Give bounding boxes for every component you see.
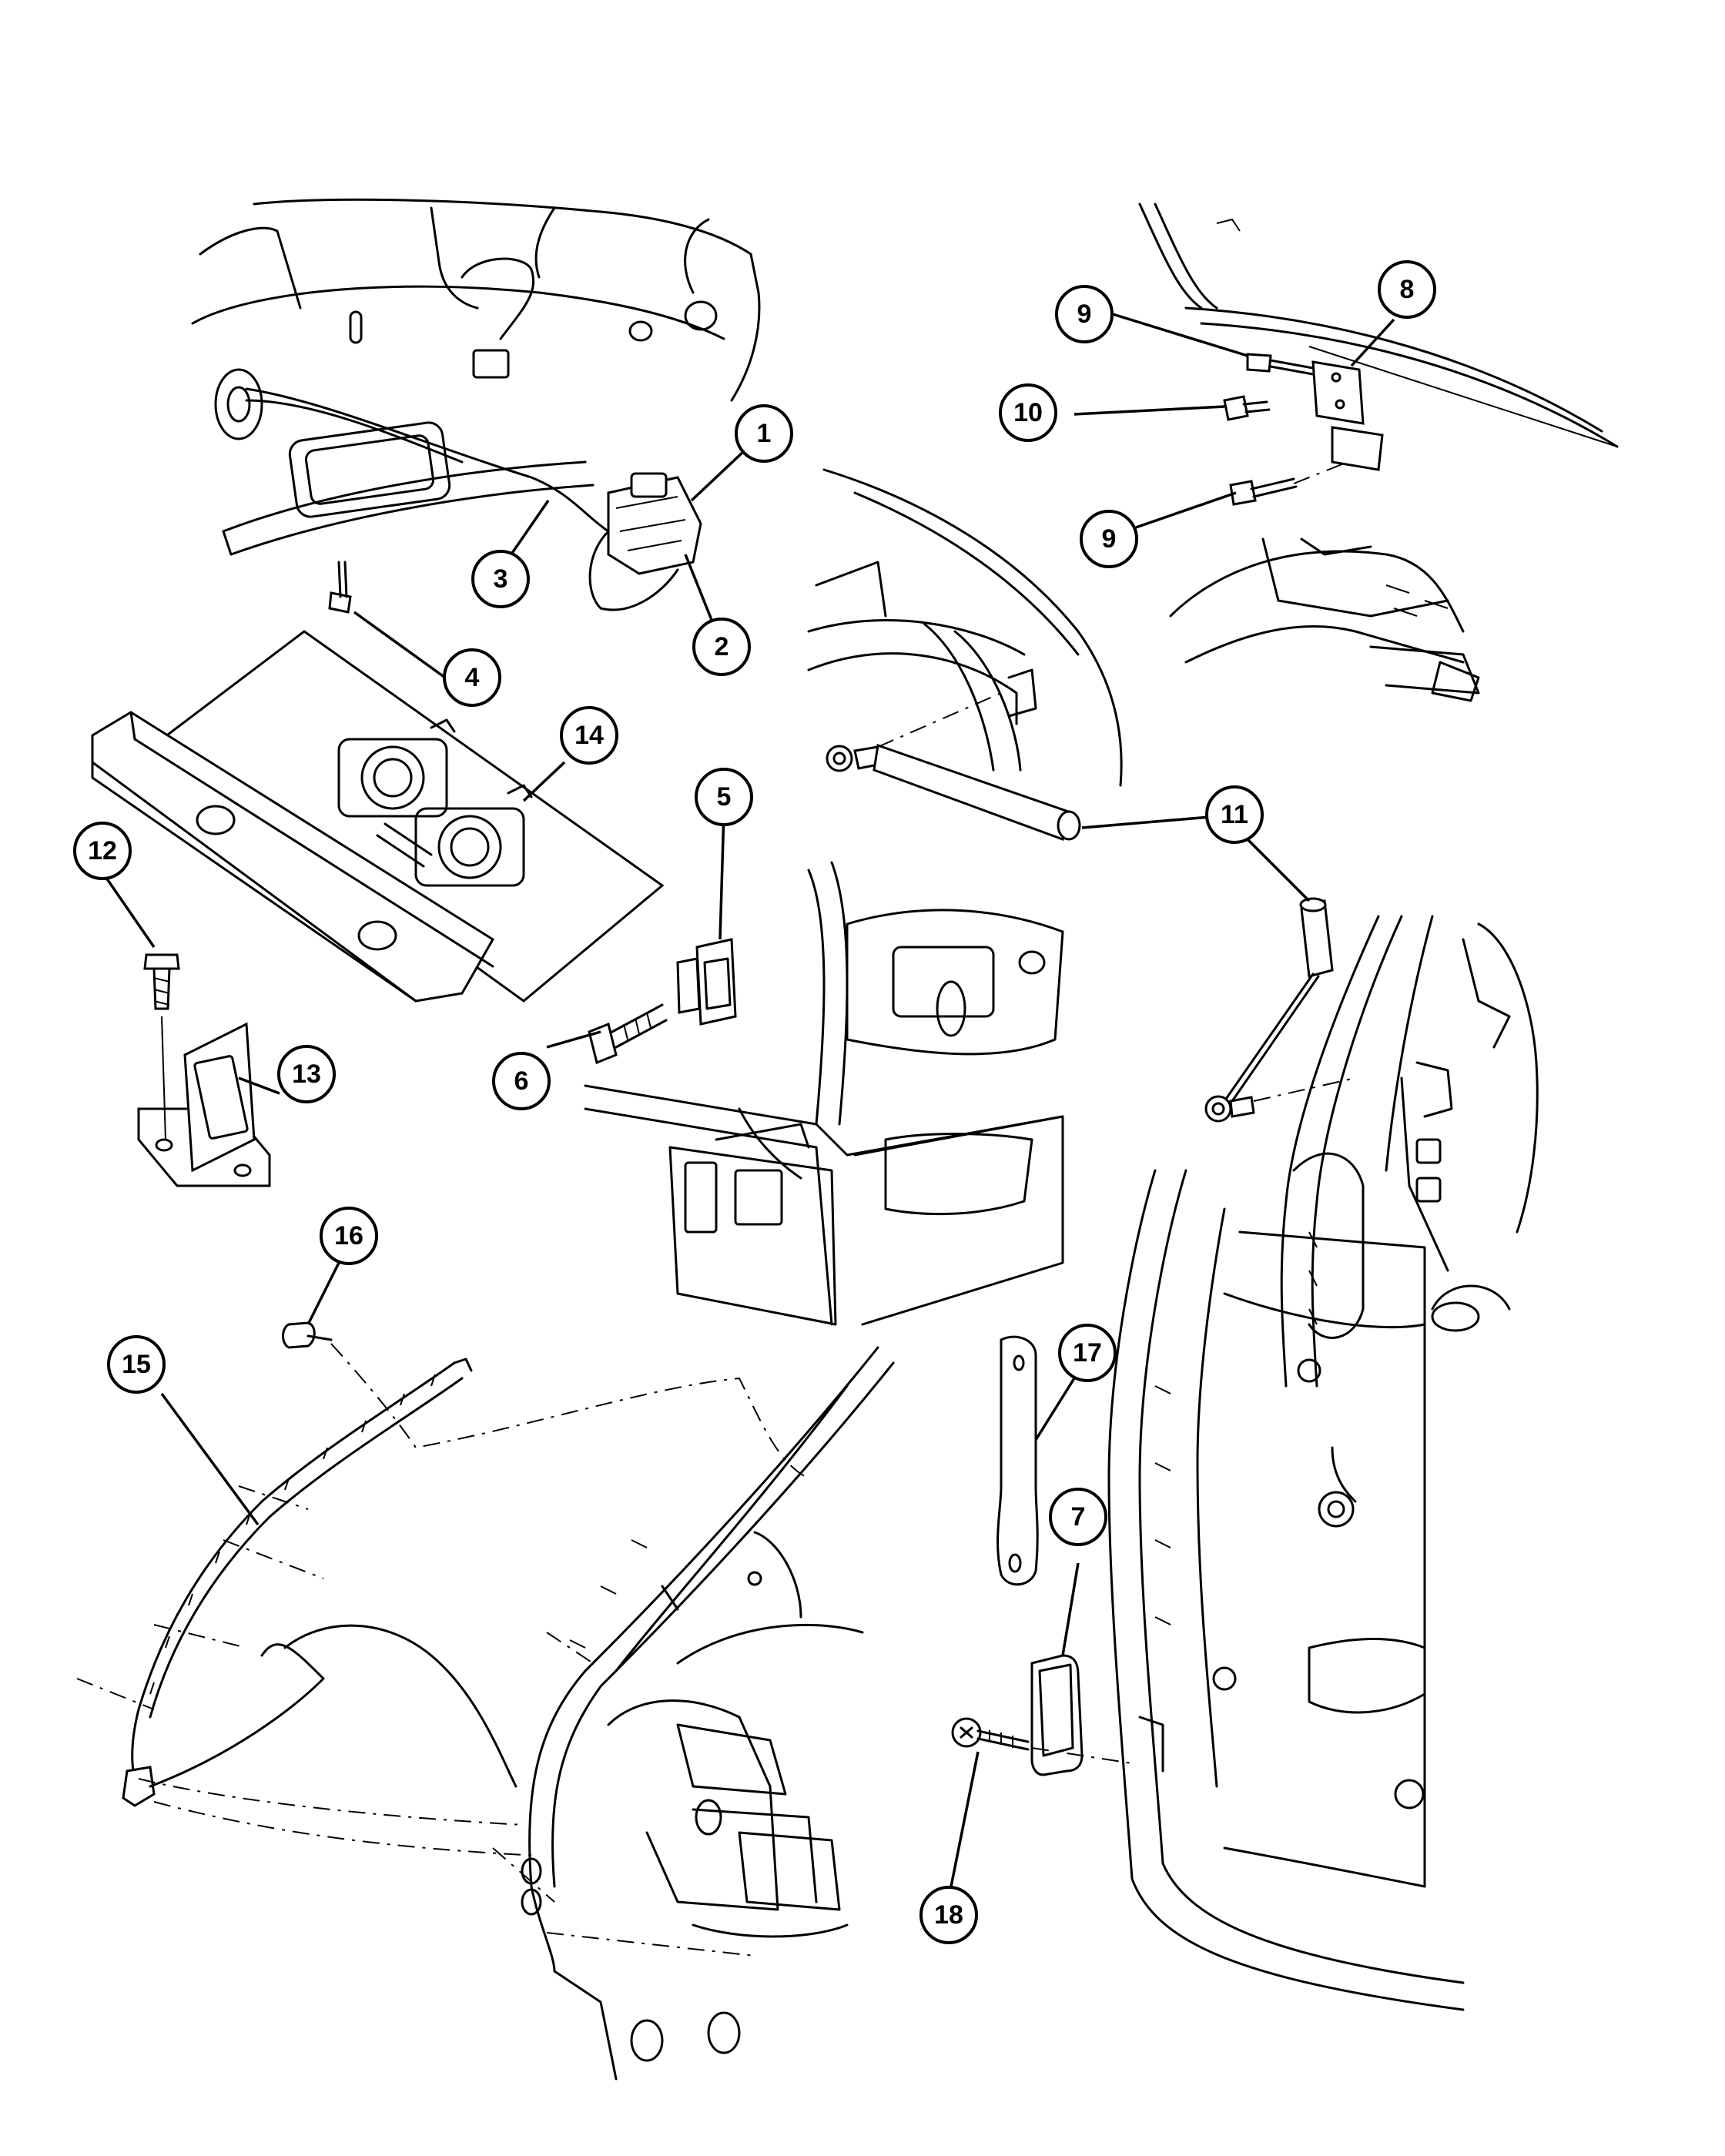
bolt-part-6	[588, 1003, 668, 1065]
callout-label: 7	[1071, 1502, 1086, 1532]
callout-label: 4	[465, 663, 480, 692]
bracket-part-13	[137, 1016, 271, 1187]
liftgate-body-top-left	[191, 198, 761, 611]
callout-label: 2	[715, 632, 729, 661]
upper-gate-opening	[807, 468, 1123, 787]
callout-17: 17	[1058, 1324, 1117, 1382]
callout-label: 5	[717, 782, 732, 812]
body-opening-center	[584, 861, 1064, 1326]
callout-label: 14	[574, 721, 604, 750]
gas-strut-lower-part-11	[1204, 897, 1356, 1123]
callout-label: 6	[514, 1066, 529, 1096]
screw-part-18	[951, 1717, 1133, 1764]
callout-8: 8	[1378, 260, 1436, 319]
callout-18: 18	[919, 1886, 978, 1944]
gas-strut-upper-part-11	[826, 692, 1081, 841]
crossmember-panel-part-14	[91, 630, 665, 1003]
door-bumper-part-7	[1030, 1654, 1084, 1776]
callout-7: 7	[1049, 1488, 1107, 1546]
striker-part-5	[676, 938, 737, 1026]
callout-label: 16	[334, 1221, 363, 1250]
callout-label: 12	[88, 836, 117, 865]
callout-label: 11	[1221, 800, 1248, 829]
callout-13: 13	[277, 1045, 336, 1103]
clip-part-16	[282, 1321, 333, 1349]
callout-label: 3	[494, 564, 508, 594]
callout-label: 18	[934, 1900, 963, 1930]
callout-6: 6	[492, 1052, 551, 1110]
callout-label: 8	[1400, 275, 1415, 304]
callout-11: 11	[1205, 785, 1264, 844]
callout-label: 9	[1077, 300, 1092, 329]
body-side-right	[1280, 915, 1539, 1388]
callout-10: 10	[999, 383, 1057, 442]
callout-12: 12	[73, 822, 132, 880]
callout-label: 9	[1102, 524, 1117, 554]
callout-4: 4	[443, 648, 501, 707]
callout-label: 17	[1073, 1338, 1102, 1368]
liftgate-hinge-area	[1138, 203, 1619, 702]
leader-lines	[105, 313, 1395, 1887]
callout-9-upper: 9	[1055, 285, 1114, 343]
seal-strip-part-17	[996, 1335, 1039, 1586]
callout-14: 14	[560, 706, 618, 765]
callout-16: 16	[320, 1207, 378, 1265]
callout-label: 1	[757, 419, 772, 448]
bolt-part-12	[143, 953, 180, 1010]
callout-5: 5	[695, 768, 753, 826]
callout-15: 15	[107, 1335, 166, 1394]
callout-label: 13	[292, 1060, 321, 1089]
callout-label: 10	[1013, 398, 1043, 427]
bolt-part-4	[328, 561, 352, 614]
door-frame-bottom-right	[1107, 1169, 1465, 2011]
curtain-airbag-part-15	[76, 1343, 809, 1856]
callout-3: 3	[471, 550, 530, 608]
body-side-bottom-left	[492, 1346, 895, 2081]
callout-9-lower: 9	[1080, 510, 1138, 568]
callout-1: 1	[735, 404, 793, 463]
callout-label: 15	[122, 1350, 151, 1379]
callout-2: 2	[692, 618, 751, 676]
